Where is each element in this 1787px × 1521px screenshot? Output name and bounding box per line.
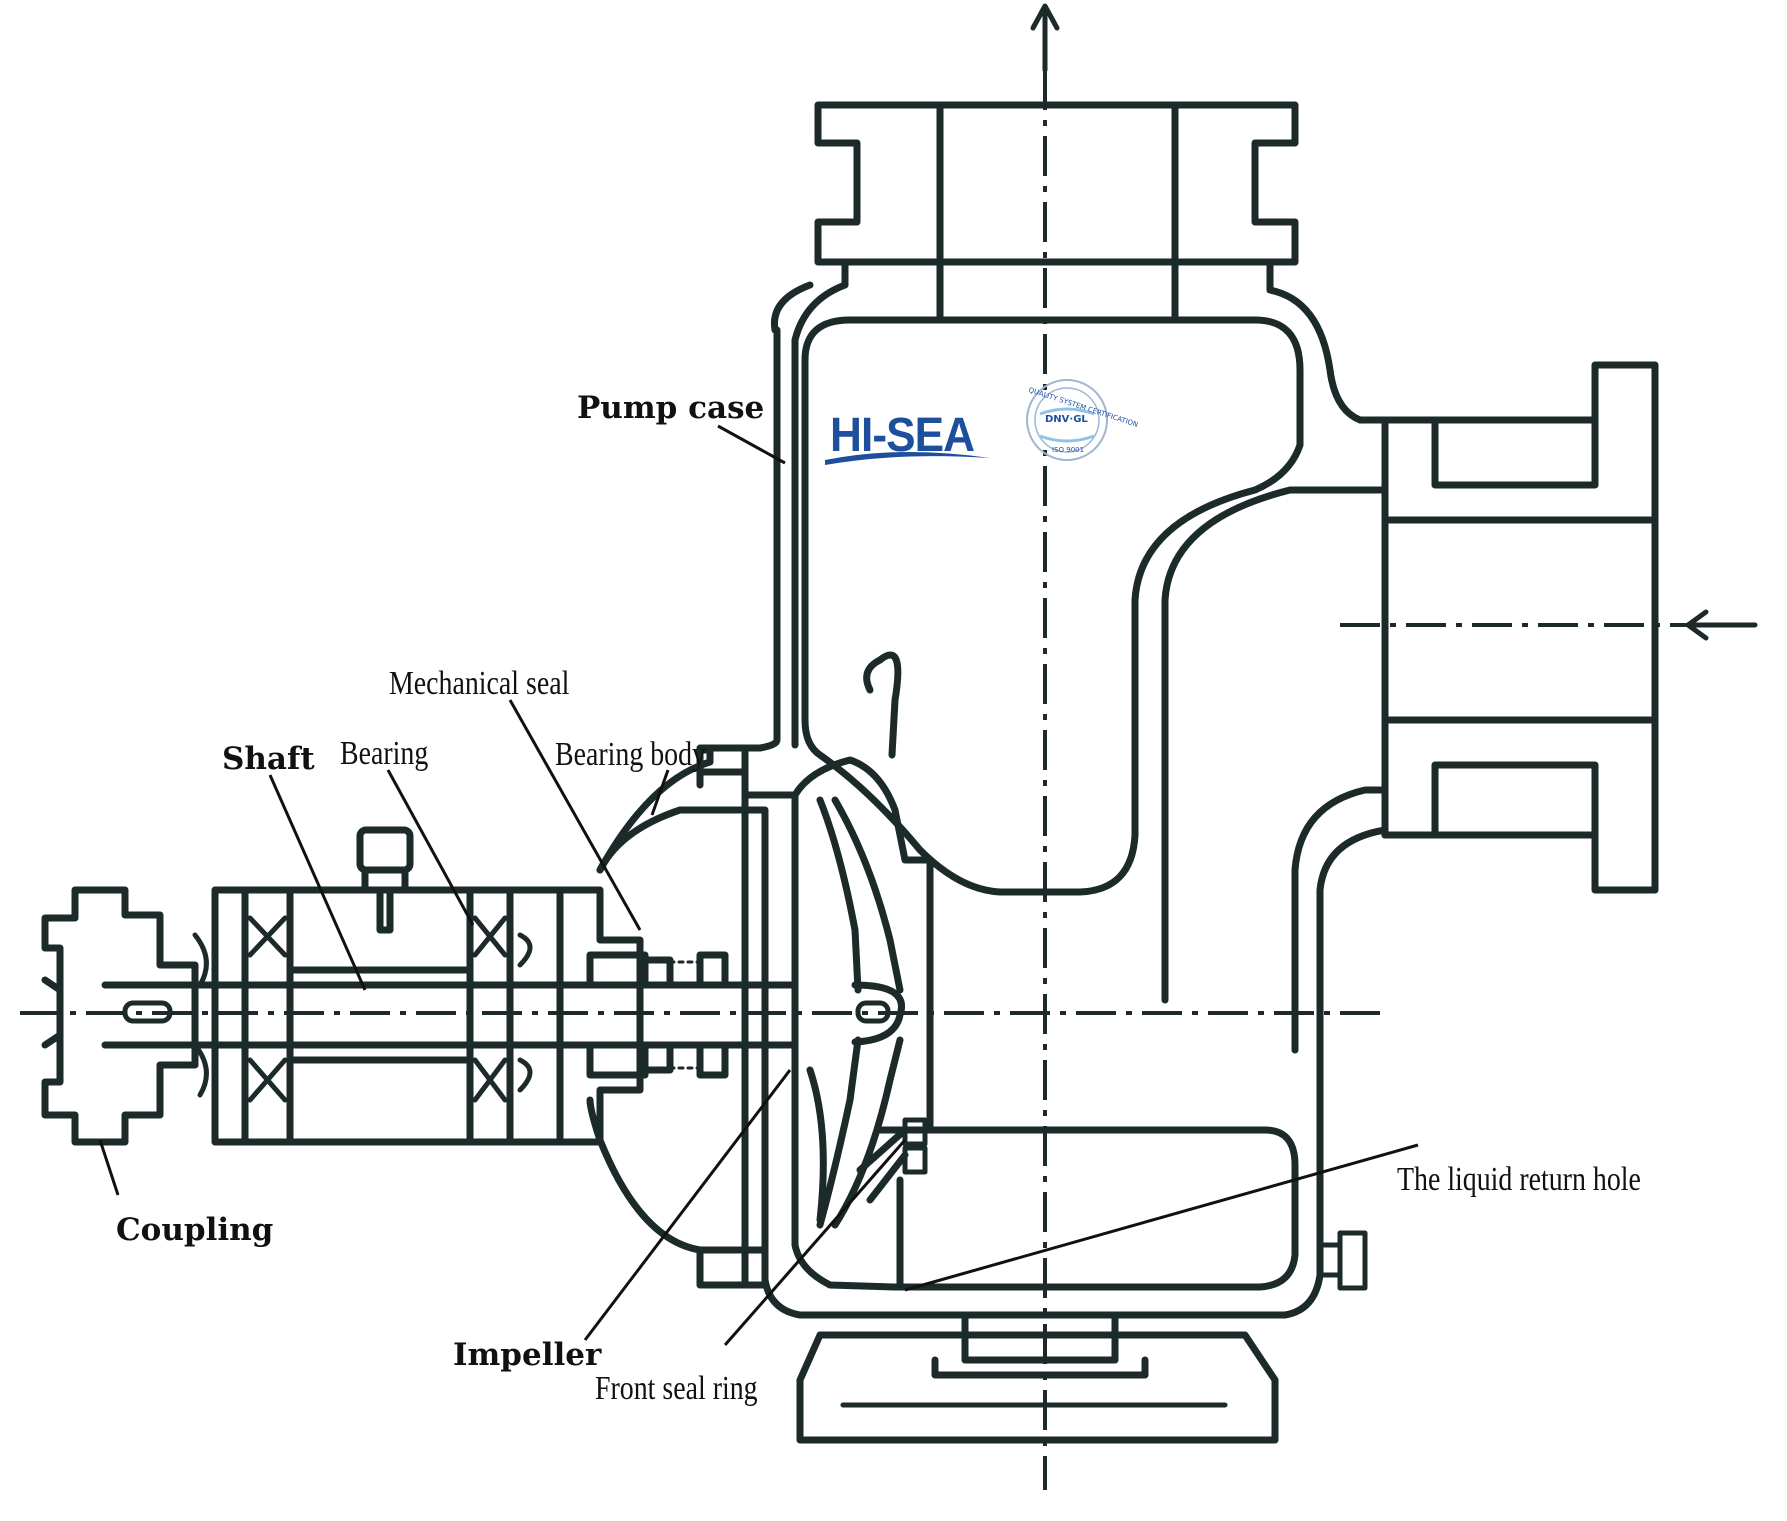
leader-front-seal-ring <box>723 1139 907 1346</box>
label-bearing-body: Bearing body <box>555 736 706 773</box>
pump-base <box>796 1311 1279 1444</box>
leader-liquid-return-hole <box>904 1143 1419 1292</box>
oil-cap <box>356 826 414 874</box>
leader-coupling <box>98 1139 120 1196</box>
label-shaft: Shaft <box>222 741 315 777</box>
leader-mechanical-seal <box>508 699 642 931</box>
dnv-gl-cert-badge <box>1026 379 1108 461</box>
bearing-housing <box>192 826 644 1146</box>
coupling-key <box>122 1000 173 1024</box>
leader-lines <box>98 424 1419 1346</box>
logo-swoosh <box>825 451 990 465</box>
label-pump-case: Pump case <box>577 390 765 426</box>
coupling <box>41 886 199 1146</box>
label-mechanical-seal: Mechanical seal <box>389 665 570 702</box>
leader-bearing-body <box>650 769 670 816</box>
mechanical-seal <box>586 951 729 1079</box>
drain-plug <box>1337 1230 1368 1291</box>
leader-shaft <box>268 774 367 991</box>
label-bearing: Bearing <box>340 735 429 772</box>
label-impeller: Impeller <box>453 1337 602 1373</box>
outlet-flow-arrow <box>1030 3 1060 73</box>
label-liquid-return-hole: The liquid return hole <box>1397 1161 1641 1198</box>
outlet-flange <box>814 101 1299 266</box>
leader-impeller <box>583 1069 792 1341</box>
label-coupling: Coupling <box>116 1212 274 1248</box>
brand-logo: HI-SEA <box>830 409 975 462</box>
outlet-neck <box>791 258 1389 749</box>
inlet-flange <box>1381 361 1659 894</box>
leader-pump-case <box>717 424 786 465</box>
cert-standard: ISO 9001 <box>1052 446 1085 454</box>
shaft <box>101 966 799 1064</box>
label-front-seal-ring: Front seal ring <box>595 1370 758 1407</box>
leader-bearing <box>386 769 475 926</box>
cert-name: DNV·GL <box>1045 414 1088 425</box>
bearing-body <box>586 744 769 1289</box>
inlet-flow-arrow <box>1685 609 1758 641</box>
